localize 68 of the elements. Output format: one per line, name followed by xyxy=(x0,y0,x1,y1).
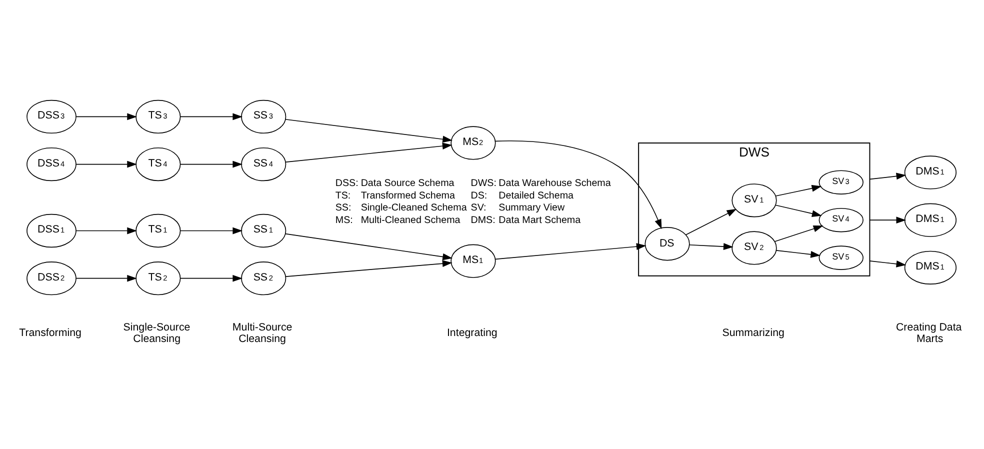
node-ellipse: SV3 xyxy=(818,170,864,194)
label: Detailed Schema xyxy=(498,190,574,201)
label: DSS: xyxy=(335,178,358,189)
label: Single-Cleaned Schema xyxy=(360,202,467,214)
node-ellipse: DSS3 xyxy=(26,99,76,134)
label: SS: xyxy=(335,202,352,214)
node-ellipse: DSS2 xyxy=(26,261,76,295)
label: Data Source Schema xyxy=(360,178,454,189)
node-ellipse: SV5 xyxy=(818,245,864,270)
arrow xyxy=(689,242,734,250)
node-ellipse: SS1 xyxy=(241,213,286,248)
node-ellipse: SS4 xyxy=(241,146,286,181)
arrow xyxy=(775,184,822,196)
arrow xyxy=(180,226,243,234)
arrow xyxy=(285,232,452,260)
node-ellipse: DMS1 xyxy=(904,155,957,189)
label: Multi-Cleaned Schema xyxy=(360,214,460,226)
node-ellipse: SV1 xyxy=(732,183,777,217)
node-ellipse: DSS1 xyxy=(26,213,76,248)
node-ellipse: SV2 xyxy=(732,230,777,264)
arrow xyxy=(494,242,646,260)
label: MS: xyxy=(335,214,353,226)
label: SV: xyxy=(470,202,486,214)
node-ellipse: SS2 xyxy=(241,261,286,295)
arrow xyxy=(686,208,737,235)
node-ellipse: DSS4 xyxy=(26,146,76,181)
label: Data Warehouse Schema xyxy=(498,178,611,189)
arrow xyxy=(774,224,824,242)
node-ellipse: DMS1 xyxy=(904,202,957,236)
label: Single-Source Cleansing xyxy=(123,320,190,344)
arrow xyxy=(76,226,137,234)
label: Transformed Schema xyxy=(360,190,455,201)
arrow xyxy=(180,112,243,120)
label: Summary View xyxy=(498,202,565,214)
label: DMS: xyxy=(470,214,496,226)
arrow xyxy=(285,142,452,162)
arrow xyxy=(76,160,137,168)
arrow xyxy=(869,260,906,267)
arrow xyxy=(76,274,137,282)
node-ellipse: SS3 xyxy=(241,99,286,134)
arrow xyxy=(869,172,906,180)
node-ellipse: TS3 xyxy=(136,99,181,134)
label: Summarizing xyxy=(722,326,784,339)
arrow xyxy=(776,250,821,258)
arrow xyxy=(76,112,137,120)
arrow xyxy=(180,274,243,282)
label: Creating Data Marts xyxy=(896,320,962,344)
label: Integrating xyxy=(446,326,498,339)
arrow xyxy=(775,204,822,216)
label: DWS: xyxy=(470,178,496,189)
arrow xyxy=(180,160,243,168)
label: Data Mart Schema xyxy=(498,214,581,226)
node-ellipse: MS2 xyxy=(450,126,496,160)
node-ellipse: TS1 xyxy=(136,213,181,248)
node-ellipse: TS2 xyxy=(136,261,181,295)
node-ellipse: DS xyxy=(644,226,690,260)
label: TS: xyxy=(335,190,351,201)
arrow xyxy=(285,118,452,142)
node-ellipse: SV4 xyxy=(818,207,864,232)
arrow xyxy=(869,216,906,224)
node-ellipse: DMS1 xyxy=(904,250,957,284)
arrow xyxy=(285,260,452,276)
node-ellipse: TS4 xyxy=(136,146,181,181)
arrow xyxy=(495,140,662,229)
label: Multi-Source Cleansing xyxy=(232,320,292,344)
label: Transforming xyxy=(19,326,82,339)
label: DS: xyxy=(470,190,488,201)
node-ellipse: MS1 xyxy=(450,244,496,278)
